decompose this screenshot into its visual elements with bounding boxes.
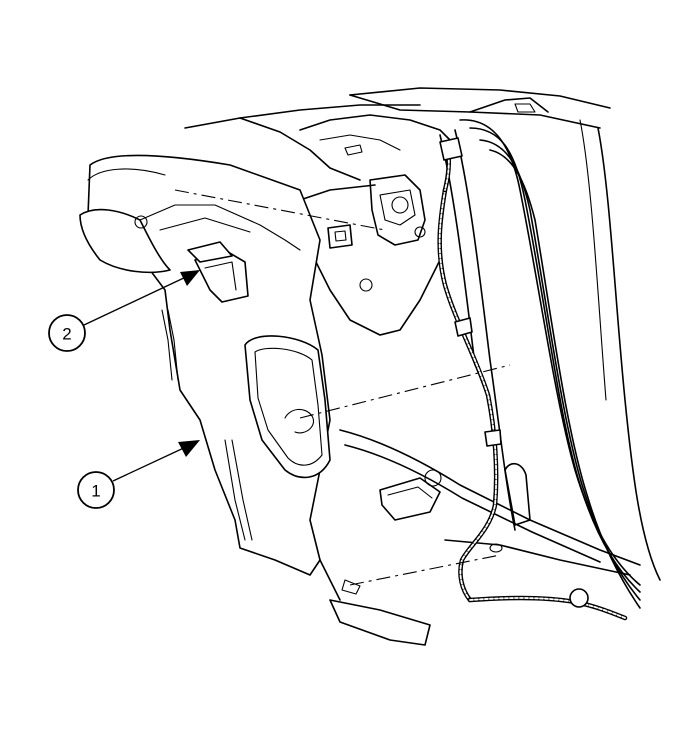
alignment-lines	[174, 189, 511, 586]
callout-1-circle	[77, 471, 115, 509]
callout-2-circle	[48, 314, 86, 352]
callout-2: 2	[48, 270, 200, 352]
callout-1-arrow	[178, 440, 200, 457]
wiring-harness	[437, 137, 628, 621]
retractor-bracket	[299, 174, 441, 336]
callout-1-leader	[112, 445, 189, 482]
callout-2-arrow	[180, 270, 200, 286]
roof-structure	[184, 87, 611, 181]
callout-1-label: 1	[91, 482, 100, 501]
retaining-clip	[187, 241, 249, 303]
door-frame	[439, 119, 661, 609]
quarter-trim-panel	[79, 154, 331, 576]
callout-2-label: 2	[62, 325, 71, 344]
callout-1: 1	[77, 440, 200, 509]
callout-2-leader	[83, 275, 189, 326]
